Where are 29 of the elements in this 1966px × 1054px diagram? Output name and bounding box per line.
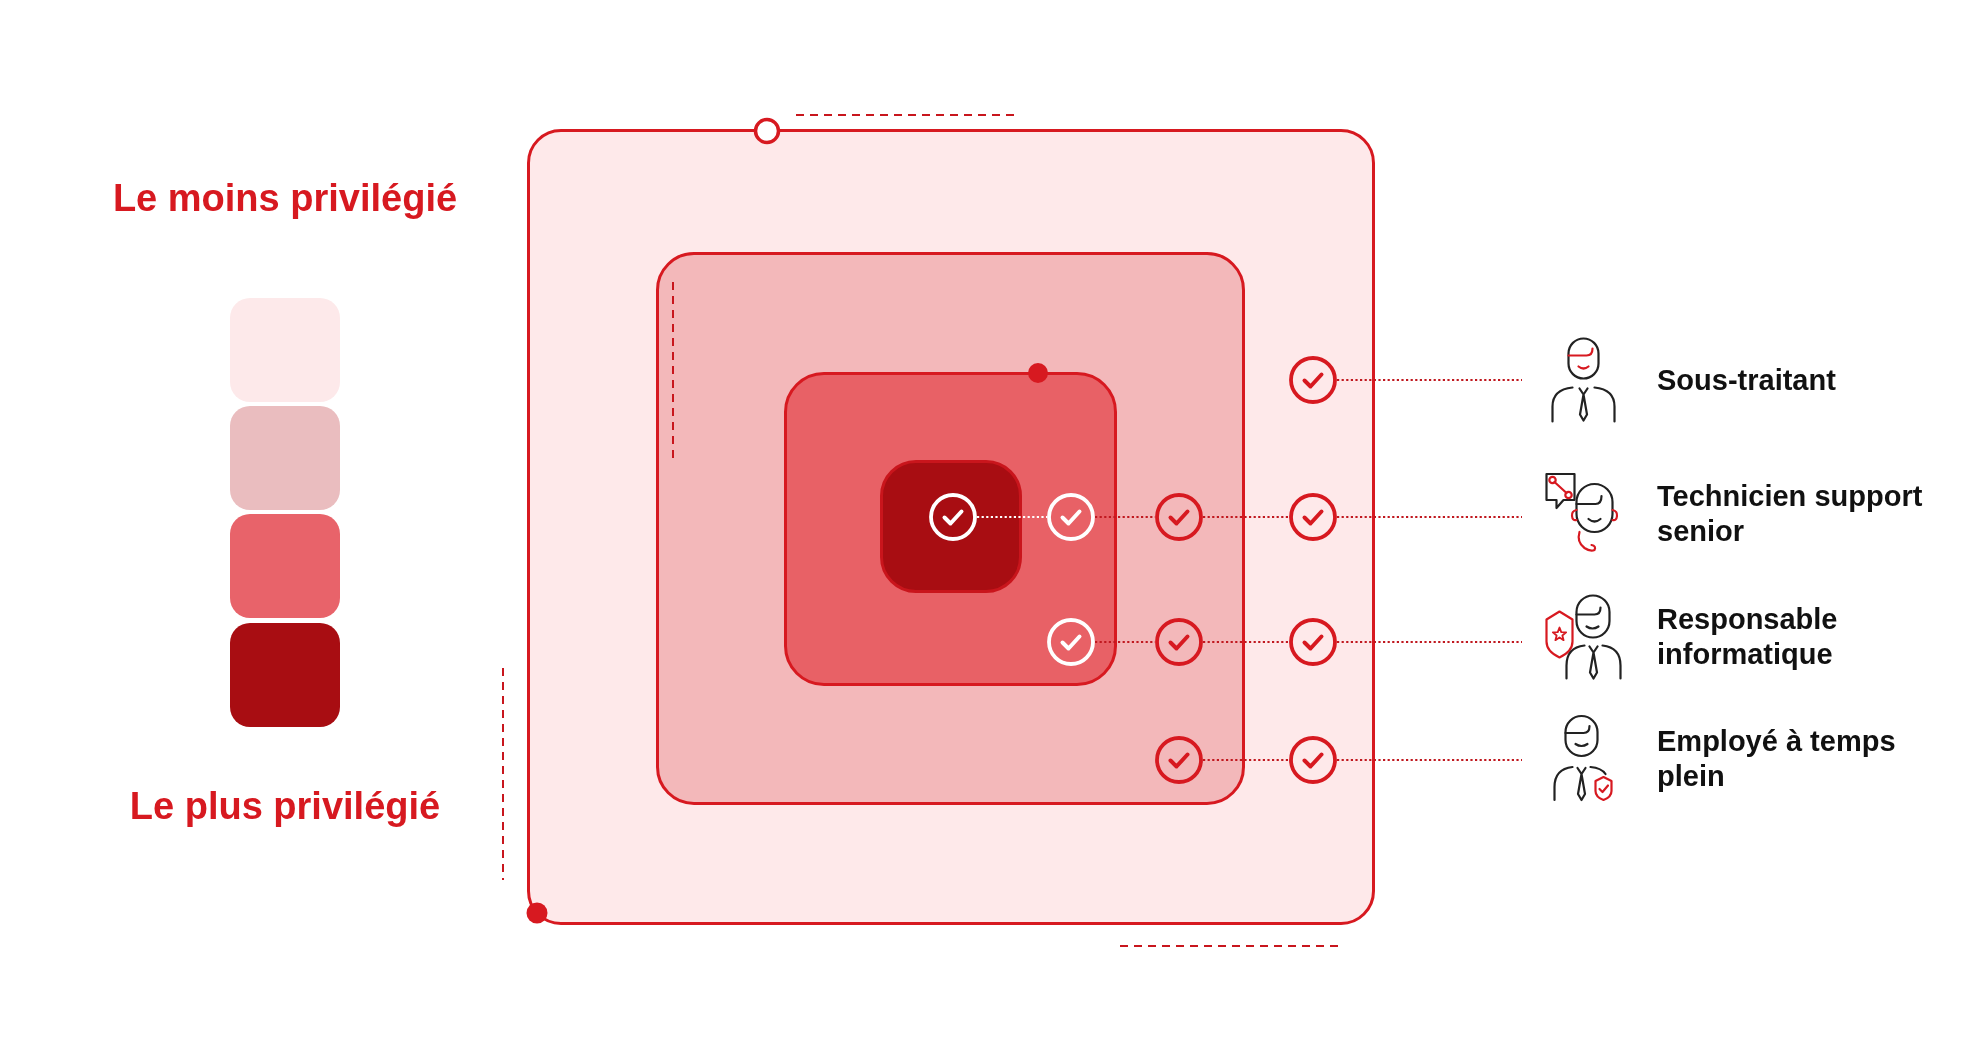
role-label: Employé à temps plein [1657, 723, 1897, 793]
role-label: Responsable informatique [1657, 602, 1839, 672]
dotted-connector [1337, 378, 1522, 382]
check-circle-icon [1047, 618, 1095, 666]
dotted-connector [1095, 640, 1155, 644]
check-circle-icon [1289, 736, 1337, 784]
check-circle-icon [929, 493, 977, 541]
check-circle-icon [1155, 736, 1203, 784]
dotted-connector [1337, 515, 1522, 519]
dotted-connector [1203, 515, 1289, 519]
check-circle-icon [1155, 493, 1203, 541]
nested-square [656, 252, 1245, 805]
legend-label: Le moins privilégié [112, 176, 458, 220]
legend-label: Le plus privilégié [129, 784, 441, 828]
role-label: Technicien support senior [1657, 478, 1924, 548]
nested-square [527, 129, 1375, 925]
nested-square [784, 372, 1117, 686]
dotted-connector [977, 515, 1047, 519]
role-label: Sous-traitant [1657, 362, 1836, 398]
dotted-connector [1337, 758, 1522, 762]
check-circle-icon [1047, 493, 1095, 541]
dotted-connector [1203, 640, 1289, 644]
check-circle-icon [1289, 493, 1337, 541]
check-circle-icon [1289, 356, 1337, 404]
dotted-connector [1337, 640, 1522, 644]
dotted-connector [1203, 758, 1289, 762]
dotted-connector [1095, 515, 1155, 519]
check-circle-icon [1289, 618, 1337, 666]
check-circle-icon [1155, 618, 1203, 666]
